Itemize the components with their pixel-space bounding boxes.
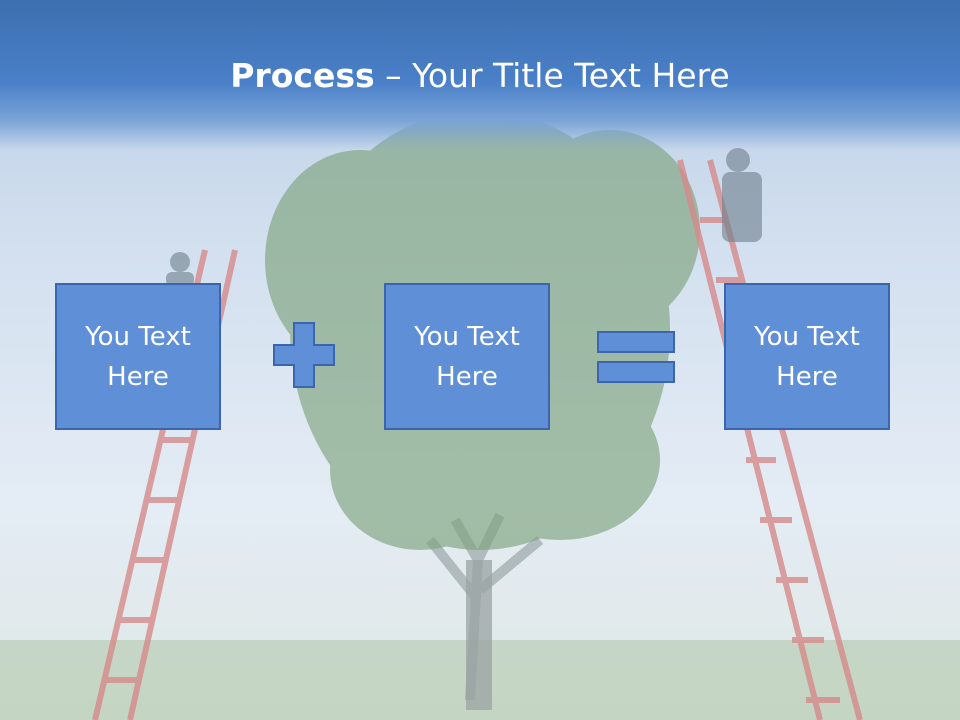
equals-icon (597, 331, 675, 383)
text-box-1-label: You Text Here (85, 321, 191, 392)
text-box-2[interactable]: You Text Here (384, 283, 550, 430)
text-box-3-label: You Text Here (754, 321, 860, 392)
title-bar (0, 0, 960, 150)
title-bold: Process (230, 56, 375, 95)
text-box-1[interactable]: You Text Here (55, 283, 221, 430)
plus-icon (273, 322, 335, 388)
title-rest: – Your Title Text Here (374, 56, 730, 95)
text-box-2-label: You Text Here (414, 321, 520, 392)
slide-title: Process – Your Title Text Here (0, 54, 960, 98)
text-box-3[interactable]: You Text Here (724, 283, 890, 430)
